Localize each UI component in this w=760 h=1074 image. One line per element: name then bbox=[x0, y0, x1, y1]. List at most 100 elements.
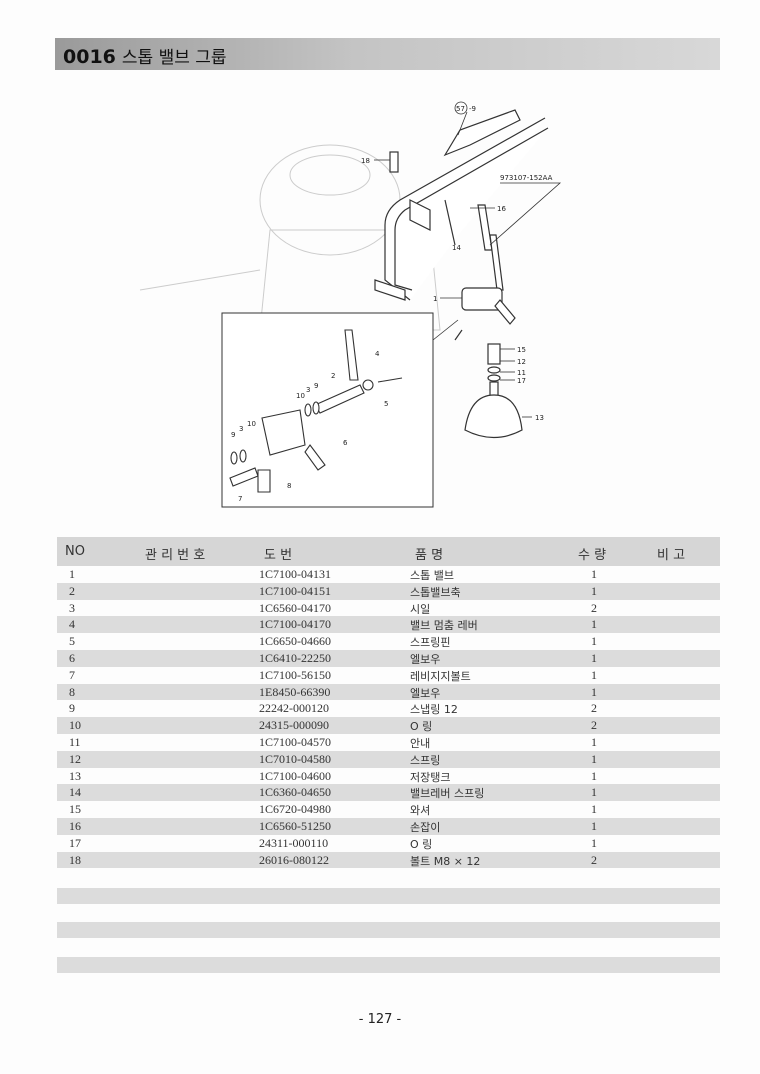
drawing-number: 973107-152AA bbox=[500, 174, 553, 182]
row-no: 9 bbox=[69, 701, 75, 716]
empty-row bbox=[57, 922, 720, 938]
row-no: 17 bbox=[69, 835, 81, 850]
row-quantity: 1 bbox=[591, 650, 597, 665]
row-quantity: 1 bbox=[591, 667, 597, 682]
header-qty: 수 량 bbox=[578, 548, 607, 563]
row-part-name: 레비지지볼트 bbox=[410, 669, 471, 683]
row-part-number: 1E8450-66390 bbox=[259, 684, 331, 699]
detail-inset-parts bbox=[229, 329, 403, 493]
row-part-name: 스톱밸브축 bbox=[410, 585, 461, 599]
leader-lines bbox=[374, 111, 562, 418]
row-no: 4 bbox=[69, 617, 75, 632]
row-part-number: 1C6360-04650 bbox=[259, 785, 331, 800]
row-part-name: 스톱 밸브 bbox=[410, 569, 454, 582]
header-mgmt-no: 관 리 번 호 bbox=[145, 548, 206, 563]
row-no: 5 bbox=[69, 634, 75, 649]
callout-ref-circle: 57 bbox=[456, 105, 465, 113]
callout-8: 8 bbox=[287, 482, 291, 490]
row-quantity: 1 bbox=[591, 583, 597, 598]
row-part-name: 스프링 bbox=[410, 753, 441, 767]
row-part-number: 1C7100-04570 bbox=[259, 734, 331, 749]
callout-13: 13 bbox=[535, 414, 544, 422]
table-row: 9 22242-000120 스냅링 12 2 bbox=[57, 700, 720, 717]
callout-10a: 10 bbox=[296, 392, 305, 400]
row-part-number: 1C7100-04151 bbox=[259, 583, 331, 598]
header-drawing-no: 도 번 bbox=[264, 548, 293, 563]
row-part-name: 와셔 bbox=[410, 804, 431, 818]
row-part-number: 1C6560-51250 bbox=[259, 818, 331, 833]
row-quantity: 1 bbox=[591, 684, 597, 699]
frame-pipe bbox=[374, 109, 549, 301]
row-quantity: 1 bbox=[591, 567, 597, 581]
row-quantity: 2 bbox=[591, 600, 597, 615]
table-row: 10 24315-000090 O 링 2 bbox=[57, 717, 720, 734]
table-row: 12 1C7010-04580 스프링 1 bbox=[57, 750, 720, 768]
row-no: 1 bbox=[69, 567, 75, 581]
row-part-name: 스프링핀 bbox=[410, 636, 451, 650]
row-part-name: 스냅링 12 bbox=[410, 703, 458, 717]
row-quantity: 1 bbox=[591, 617, 597, 632]
empty-row bbox=[57, 888, 720, 904]
row-quantity: 2 bbox=[591, 852, 597, 867]
row-part-number: 1C6410-22250 bbox=[259, 650, 331, 665]
table-row: 5 1C6650-04660 스프링핀 1 bbox=[57, 633, 720, 650]
row-no: 12 bbox=[69, 751, 81, 766]
row-no: 7 bbox=[69, 667, 75, 682]
row-part-number: 24315-000090 bbox=[259, 718, 329, 733]
row-quantity: 2 bbox=[591, 701, 597, 716]
row-part-name: 밸브레버 스프링 bbox=[410, 787, 485, 801]
page-number: - 127 - bbox=[358, 1012, 402, 1027]
row-part-number: 24311-000110 bbox=[259, 835, 329, 850]
row-part-number: 1C6650-04660 bbox=[259, 634, 331, 649]
row-quantity: 1 bbox=[591, 751, 597, 766]
row-part-number: 1C7010-04580 bbox=[259, 751, 331, 766]
table-row: 1 1C7100-04131 스톱 밸브 1 bbox=[57, 566, 720, 583]
row-part-name: 손잡이 bbox=[410, 820, 441, 834]
row-part-name: 안내 bbox=[410, 736, 431, 750]
callout-12: 12 bbox=[517, 358, 526, 366]
callout-ref-suffix: -9 bbox=[469, 105, 476, 113]
callout-11: 11 bbox=[517, 369, 526, 377]
stop-valve-assembly bbox=[389, 151, 523, 439]
header-no: NO bbox=[65, 544, 85, 559]
row-quantity: 2 bbox=[591, 718, 597, 733]
row-no: 18 bbox=[69, 852, 81, 867]
header-note: 비 고 bbox=[657, 548, 686, 563]
exploded-parts-diagram: 57 -9 973107-152AA 18 16 14 1 15 12 11 1… bbox=[139, 101, 562, 508]
row-part-number: 26016-080122 bbox=[259, 852, 329, 867]
callout-7: 7 bbox=[238, 495, 242, 503]
empty-row bbox=[57, 957, 720, 973]
callout-9a: 9 bbox=[314, 382, 318, 390]
parts-table-header: NO 관 리 번 호 도 번 품 명 수 량 비 고 bbox=[57, 537, 720, 566]
row-quantity: 1 bbox=[591, 634, 597, 649]
row-part-number: 1C7100-04131 bbox=[259, 567, 331, 581]
row-no: 16 bbox=[69, 818, 81, 833]
row-part-number: 1C6720-04980 bbox=[259, 802, 331, 817]
row-quantity: 1 bbox=[591, 802, 597, 817]
callout-16: 16 bbox=[497, 205, 506, 213]
callout-3b: 3 bbox=[239, 425, 243, 433]
row-part-name: O 링 bbox=[410, 837, 433, 851]
callout-14: 14 bbox=[452, 244, 461, 252]
callout-6: 6 bbox=[343, 439, 348, 447]
row-no: 13 bbox=[69, 768, 81, 783]
row-quantity: 1 bbox=[591, 768, 597, 783]
row-part-number: 1C6560-04170 bbox=[259, 600, 331, 615]
row-part-number: 22242-000120 bbox=[259, 701, 329, 716]
row-no: 10 bbox=[69, 718, 81, 733]
parts-table: NO 관 리 번 호 도 번 품 명 수 량 비 고 1 1C7100-04131… bbox=[57, 537, 720, 869]
row-part-name: O 링 bbox=[410, 720, 433, 734]
row-no: 6 bbox=[69, 650, 75, 665]
row-quantity: 1 bbox=[591, 818, 597, 833]
callout-3a: 3 bbox=[306, 386, 310, 394]
